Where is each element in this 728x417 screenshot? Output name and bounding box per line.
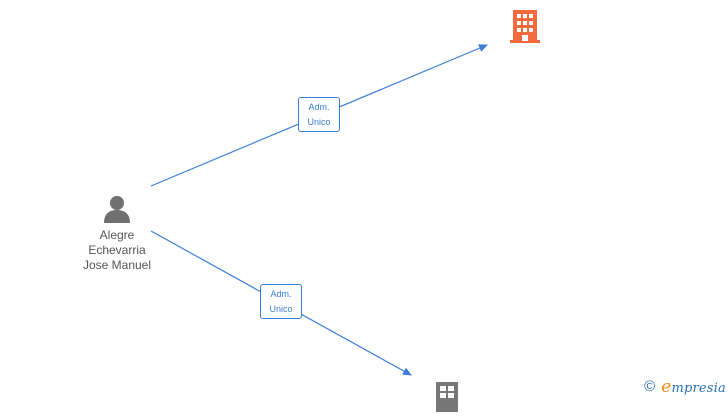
brand-initial: e <box>661 377 672 397</box>
brand-text: mpresia <box>671 381 726 396</box>
edge-label-line: Unico <box>307 117 331 127</box>
relationship-diagram: Adm. Unico Adm. Unico Alegre Echevarria … <box>72 10 726 412</box>
person-name-line: Echevarria <box>88 243 146 257</box>
person-node[interactable]: Alegre Echevarria Jose Manuel <box>72 194 162 273</box>
person-name-line: Alegre <box>99 228 135 242</box>
edge-label-line: Adm. <box>308 102 330 112</box>
person-icon <box>104 196 130 223</box>
edge-label-admin-2[interactable]: Adm. Unico <box>260 284 302 319</box>
building-icon <box>510 10 540 43</box>
copyright-icon: © <box>644 378 656 395</box>
building-icon <box>436 382 458 412</box>
empresia-watermark: © empresia <box>644 377 726 397</box>
person-name-line: Jose Manuel <box>82 258 152 272</box>
edge-label-line: Adm. <box>270 289 292 299</box>
edge-label-line: Unico <box>269 304 293 314</box>
company-node-1[interactable] <box>510 10 540 49</box>
person-name: Alegre Echevarria Jose Manuel <box>72 228 162 273</box>
edge-label-admin-1[interactable]: Adm. Unico <box>298 97 340 132</box>
brand-logo: empresia <box>661 377 726 397</box>
